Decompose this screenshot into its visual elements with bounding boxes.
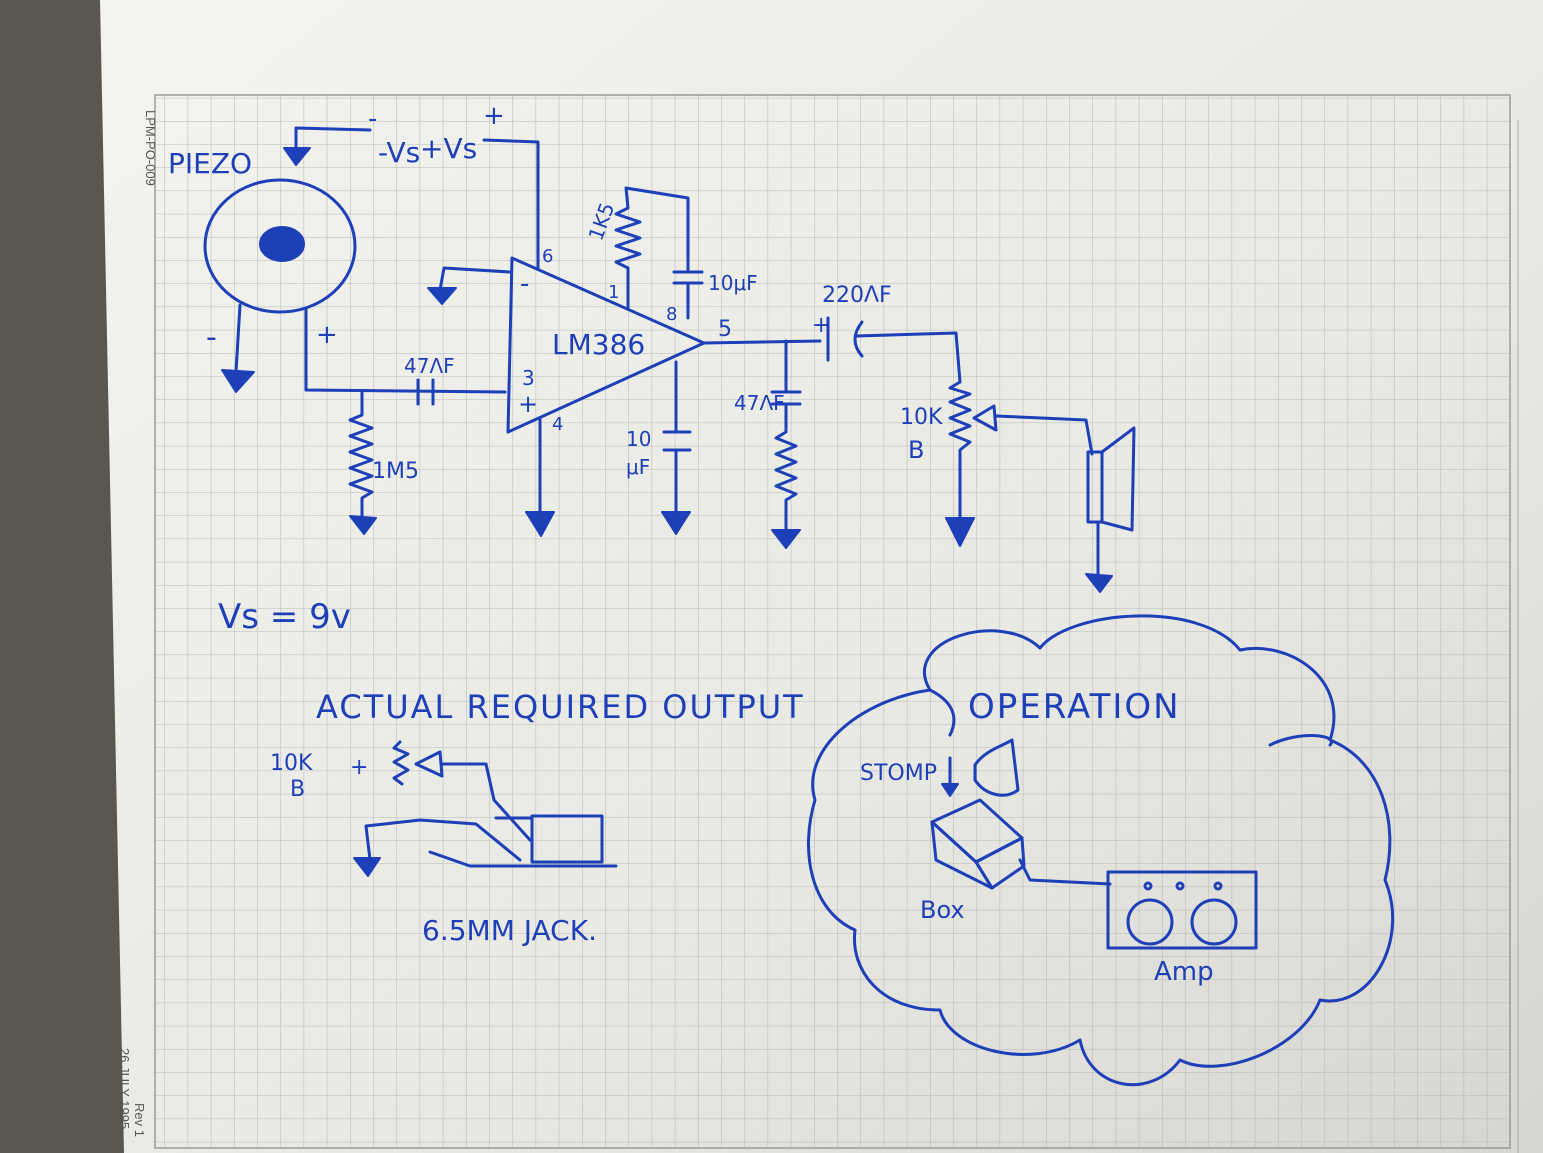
piezo-label: PIEZO bbox=[168, 147, 252, 180]
c-output-label: 220ΛF bbox=[822, 283, 892, 308]
ground-symbol bbox=[945, 517, 975, 547]
pin6-label: 6 bbox=[542, 246, 553, 267]
piezo-minus-sign: - bbox=[206, 320, 217, 355]
c-gain-label: 10μF bbox=[708, 271, 758, 295]
output-pot-taper: B bbox=[290, 777, 305, 802]
minus-vs-label: -Vs bbox=[378, 136, 420, 169]
piezo-plus-sign: + bbox=[316, 320, 338, 350]
ground-symbol bbox=[771, 529, 801, 549]
amp-knob bbox=[1143, 881, 1153, 891]
foot-icon bbox=[973, 738, 1020, 797]
grid-area bbox=[155, 95, 1510, 1148]
piezo-minus-wire bbox=[234, 303, 242, 374]
plus-vs-label: +Vs bbox=[420, 132, 477, 165]
jack-body bbox=[530, 814, 604, 864]
piezo-element bbox=[259, 226, 305, 262]
form-id: LPM-PO-009 bbox=[143, 110, 158, 186]
c-input-label: 47ΛF bbox=[404, 354, 455, 378]
r-input bbox=[348, 390, 374, 520]
amp-knob bbox=[1213, 881, 1223, 891]
plus-vs-plus: + bbox=[483, 101, 505, 131]
pot-track bbox=[948, 380, 972, 520]
jack-tip-wire bbox=[440, 762, 532, 842]
pin1-label: 1 bbox=[608, 282, 619, 303]
ground-symbol bbox=[525, 511, 555, 537]
piezo-disc bbox=[203, 178, 357, 314]
piezo-plus-wire bbox=[304, 308, 507, 394]
ground-symbol bbox=[349, 515, 377, 535]
ground-symbol bbox=[427, 287, 457, 305]
amp-body bbox=[1106, 870, 1258, 950]
date-label: 26 JULY 1995 bbox=[117, 1048, 132, 1129]
r-zobel bbox=[774, 402, 798, 534]
jack-label: 6.5MM JACK. bbox=[422, 914, 597, 947]
r-input-label: 1M5 bbox=[372, 459, 419, 484]
cloud-inner-stroke bbox=[1268, 734, 1334, 747]
operation-cloud bbox=[807, 614, 1395, 1087]
c-output-plate bbox=[853, 320, 864, 358]
amp-knob bbox=[1175, 881, 1185, 891]
inverting-ground-wire bbox=[438, 266, 512, 292]
noninverting-input-sign: + bbox=[518, 390, 538, 418]
pin8-label: 8 bbox=[666, 304, 677, 325]
lm386-triangle bbox=[506, 256, 706, 434]
pot-wiper bbox=[972, 404, 998, 432]
ground-symbol bbox=[221, 369, 255, 393]
ground-symbol bbox=[661, 511, 691, 535]
pot-value-label: 10K bbox=[900, 405, 943, 430]
output-pot-plus: + bbox=[350, 755, 368, 780]
amp-speaker-right bbox=[1190, 898, 1238, 946]
pin5-label: 5 bbox=[718, 317, 732, 342]
c-output-plus: + bbox=[812, 313, 830, 338]
speaker-wire bbox=[994, 414, 1094, 456]
c-zobel-label: 47ΛF bbox=[734, 391, 785, 415]
supply-note: Vs = 9v bbox=[218, 597, 351, 637]
output-pot-track bbox=[392, 740, 410, 786]
amp-label: Amp bbox=[1154, 957, 1214, 987]
ground-symbol bbox=[353, 857, 381, 877]
speaker-cone bbox=[1100, 426, 1136, 532]
output-section-title: ACTUAL REQUIRED OUTPUT bbox=[316, 688, 805, 726]
plus-vs-wire bbox=[482, 138, 540, 270]
pin4-label: 4 bbox=[552, 414, 563, 435]
ground-symbol bbox=[1085, 573, 1113, 593]
output-pot-value: 10K bbox=[270, 751, 313, 776]
c-bypass-label-bottom: μF bbox=[626, 455, 650, 479]
r-feedback bbox=[614, 186, 690, 274]
inverting-input-sign: - bbox=[520, 269, 529, 299]
jack-ground-wire bbox=[364, 818, 522, 862]
ground-symbol bbox=[283, 147, 311, 166]
pot-taper-label: B bbox=[908, 436, 924, 464]
grid-border bbox=[154, 94, 1511, 1149]
pin3-label: 3 bbox=[522, 366, 535, 390]
minus-vs-minus: - bbox=[368, 104, 377, 134]
box-label: Box bbox=[920, 896, 965, 924]
operation-title: OPERATION bbox=[968, 687, 1181, 727]
jack-tip bbox=[428, 850, 618, 868]
c-bypass-label-top: 10 bbox=[626, 427, 651, 451]
cloud-inner-stroke bbox=[928, 688, 956, 737]
revision-label: Rev 1 bbox=[132, 1103, 147, 1137]
lm386-label: LM386 bbox=[552, 328, 645, 361]
pot-wire bbox=[854, 331, 962, 384]
stomp-label: STOMP bbox=[860, 761, 937, 786]
amp-speaker-left bbox=[1126, 898, 1174, 946]
stomp-arrowhead bbox=[941, 783, 959, 797]
output-wire bbox=[702, 339, 822, 345]
cable bbox=[1018, 858, 1112, 886]
